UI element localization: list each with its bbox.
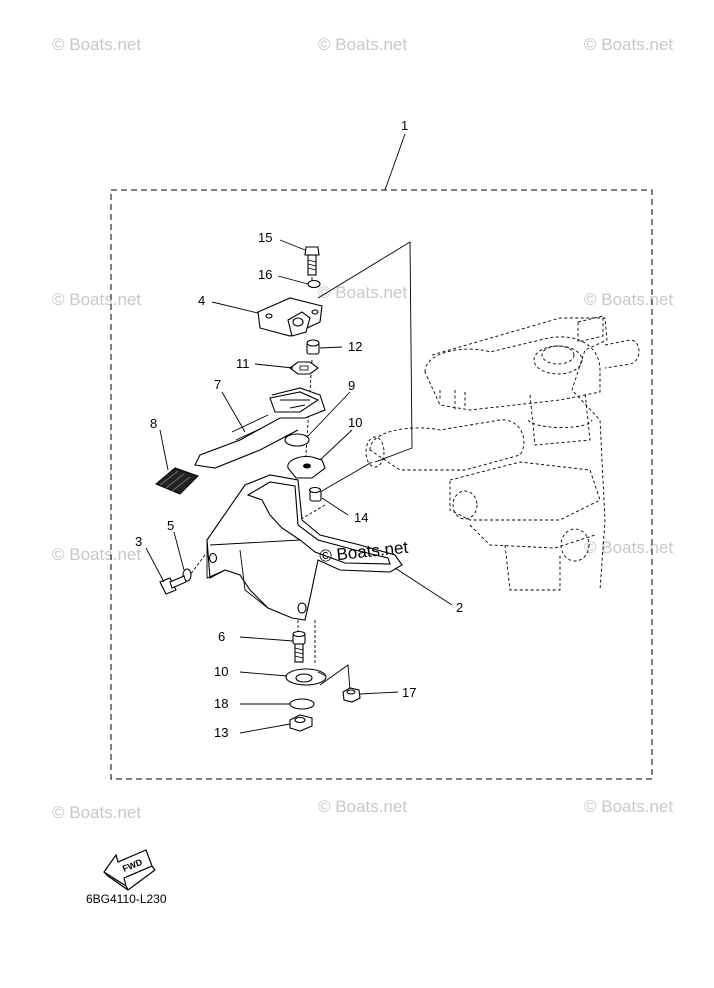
callout-labels: 1 15 16 4 12 11 7 8 9 10 14 2 3 5 6 10 1… [135, 118, 463, 740]
watermark: © Boats.net [318, 35, 407, 54]
part-9-washer [284, 433, 310, 447]
kit-boundary [110, 189, 653, 780]
callout-18: 18 [214, 696, 228, 711]
watermark: © Boats.net [318, 283, 407, 302]
callout-15: 15 [258, 230, 272, 245]
callout-7: 7 [214, 377, 221, 392]
part-10-upper-plate [287, 456, 326, 479]
watermark: © Boats.net [52, 35, 141, 54]
diagram-code: 6BG4110-L230 [86, 892, 167, 906]
part-2-bracket [206, 474, 403, 621]
callout-1: 1 [401, 118, 408, 133]
callout-16: 16 [258, 267, 272, 282]
callout-14: 14 [354, 510, 368, 525]
callout-13: 13 [214, 725, 228, 740]
watermark: © Boats.net [52, 290, 141, 309]
part-17-nut [342, 687, 361, 703]
part-8-grip [155, 467, 199, 495]
part-13-nut [289, 714, 313, 732]
watermark: © Boats.net [584, 290, 673, 309]
watermark: © Boats.net [52, 545, 141, 564]
part-14-collar [308, 486, 322, 502]
callout-11: 11 [236, 356, 250, 371]
fwd-arrow-icon: FWD [103, 849, 156, 891]
callout-4: 4 [198, 293, 205, 308]
callout-3: 3 [135, 534, 142, 549]
part-6-bolt [292, 630, 306, 663]
watermark: © Boats.net [52, 803, 141, 822]
callout-6: 6 [218, 629, 225, 644]
watermark-layer: © Boats.net © Boats.net © Boats.net © Bo… [52, 35, 673, 822]
part-11-plate [289, 361, 319, 375]
part-3-bolt [159, 575, 187, 595]
watermark: © Boats.net [584, 797, 673, 816]
part-4-clip [257, 297, 323, 337]
watermark: © Boats.net [584, 538, 673, 557]
engine-bracket-ghost [365, 315, 640, 591]
callout-10-lower: 10 [214, 664, 228, 679]
leader-1 [384, 133, 406, 191]
callout-12: 12 [348, 339, 362, 354]
callout-10-upper: 10 [348, 415, 362, 430]
part-7-lever [194, 387, 326, 469]
part-16-washer [307, 279, 321, 289]
callout-leaders [145, 239, 453, 734]
watermark: © Boats.net [584, 35, 673, 54]
watermark: © Boats.net [318, 797, 407, 816]
callout-5: 5 [167, 518, 174, 533]
part-12-collar [306, 339, 320, 355]
callout-2: 2 [456, 600, 463, 615]
part-10-lower-plate [285, 668, 327, 686]
callout-8: 8 [150, 416, 157, 431]
part-18-washer [289, 698, 315, 710]
callout-17: 17 [402, 685, 416, 700]
part-15-bolt [304, 246, 320, 276]
callout-9: 9 [348, 378, 355, 393]
